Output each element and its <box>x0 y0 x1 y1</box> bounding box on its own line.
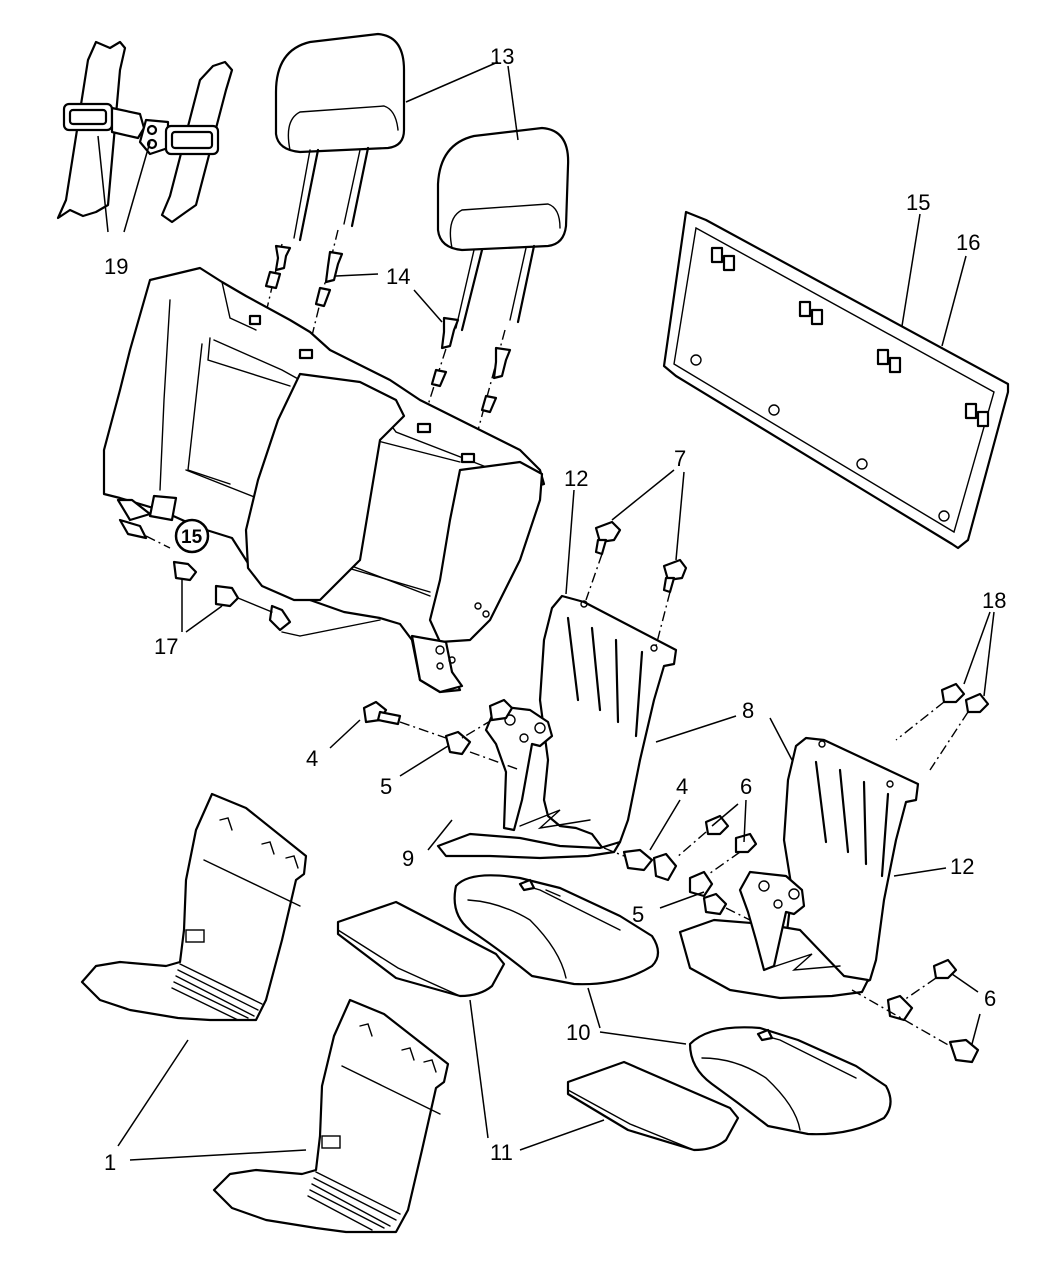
seat-cover-upper <box>80 792 308 1022</box>
seat-back-frame-left <box>436 594 678 860</box>
seat-cushion-pad-right <box>566 1060 740 1152</box>
callout-18: 18 <box>982 588 1006 613</box>
callout-13: 13 <box>490 44 514 69</box>
back-frame-fasteners <box>118 518 381 637</box>
callout-10: 10 <box>566 1020 590 1045</box>
callout-4-right: 4 <box>676 774 688 799</box>
callout-15-circled: 15 <box>174 518 210 554</box>
callout-12-left: 12 <box>564 466 588 491</box>
callout-4-left: 4 <box>306 746 318 771</box>
seat-cover-lower <box>212 998 450 1234</box>
seat-cushion-left <box>453 874 660 986</box>
seat-belt-buckles <box>56 40 234 224</box>
callout-15: 15 <box>906 190 930 215</box>
callout-19: 19 <box>104 254 128 279</box>
callout-1: 1 <box>104 1150 116 1175</box>
bolts-and-fasteners <box>362 520 990 1064</box>
callout-11: 11 <box>490 1140 513 1165</box>
callout-labels: 13 19 14 15 16 12 7 17 4 5 8 9 4 6 5 12 … <box>104 44 1006 1175</box>
callout-6-upper: 6 <box>740 774 752 799</box>
headrest-right <box>436 126 570 332</box>
callout-8: 8 <box>742 698 754 723</box>
seat-cushion-pad-left <box>336 900 506 998</box>
callout-17: 17 <box>154 634 178 659</box>
callout-16: 16 <box>956 230 980 255</box>
callout-5-left: 5 <box>380 774 392 799</box>
leader-lines <box>97 61 995 1161</box>
rear-panel <box>662 210 1010 550</box>
callout-9: 9 <box>402 846 414 871</box>
callout-12-right: 12 <box>950 854 974 879</box>
headrest-left <box>274 32 406 242</box>
seat-cushion-right <box>688 1026 892 1136</box>
callout-6-lower: 6 <box>984 986 996 1011</box>
callout-7: 7 <box>674 446 686 471</box>
seat-back-frame-right <box>678 736 920 1000</box>
callout-5-right: 5 <box>632 902 644 927</box>
callout-15-circled-text: 15 <box>181 527 203 548</box>
callout-14: 14 <box>386 264 410 289</box>
seat-back-frame <box>102 266 546 694</box>
